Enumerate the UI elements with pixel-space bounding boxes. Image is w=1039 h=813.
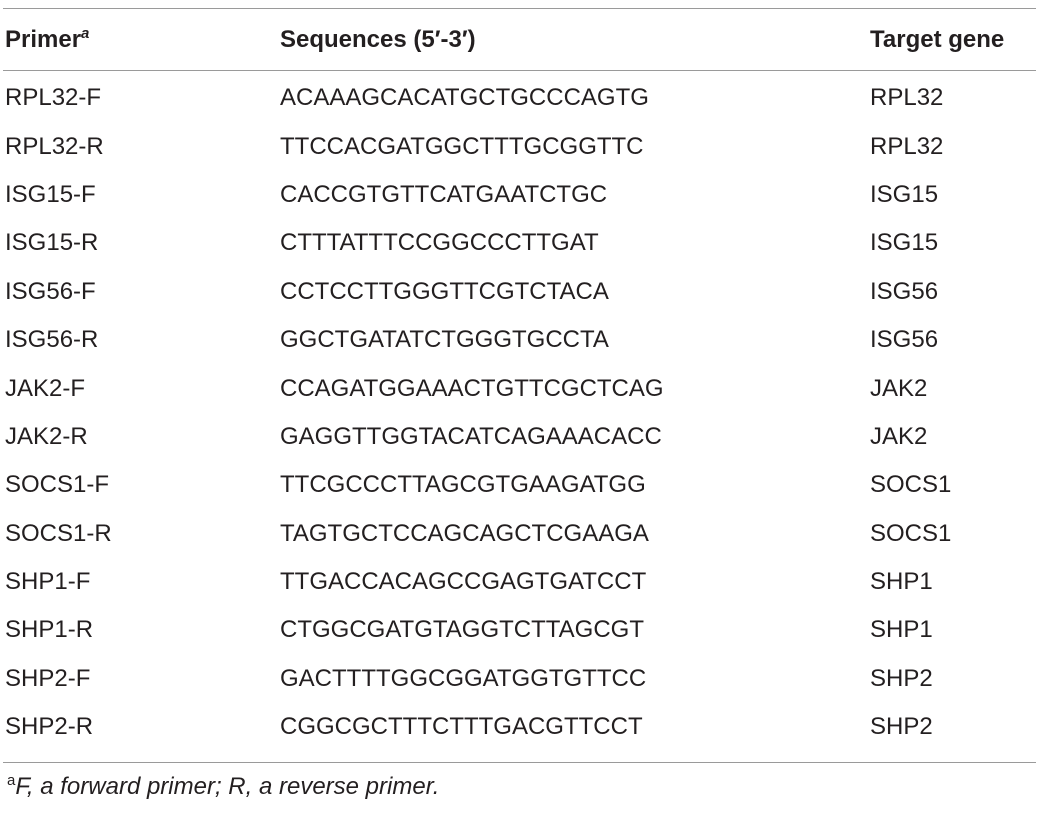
table-row: RPL32-R TTCCACGATGGCTTTGCGGTTC RPL32 <box>3 122 1036 170</box>
table-row: ISG15-R CTTTATTTCCGGCCCTTGAT ISG15 <box>3 219 1036 267</box>
cell-target-gene: RPL32 <box>870 132 944 160</box>
table-row: ISG15-F CACCGTGTTCATGAATCTGC ISG15 <box>3 171 1036 219</box>
header-target-gene: Target gene <box>870 25 1005 53</box>
cell-sequence: CACCGTGTTCATGAATCTGC <box>280 180 608 208</box>
cell-target-gene: ISG56 <box>870 277 939 305</box>
cell-target-gene: JAK2 <box>870 422 928 450</box>
cell-primer: ISG56-R <box>5 326 99 354</box>
cell-target-gene: SHP2 <box>870 664 933 692</box>
cell-primer: SHP1-F <box>5 568 91 596</box>
cell-primer: SOCS1-F <box>5 471 110 499</box>
table-row: SHP2-F GACTTTTGGCGGATGGTGTTCC SHP2 <box>3 655 1036 703</box>
cell-target-gene: SOCS1 <box>870 519 952 547</box>
cell-sequence: TAGTGCTCCAGCAGCTCGAAGA <box>280 519 649 547</box>
cell-primer: RPL32-F <box>5 84 102 112</box>
table-header-row: Primera Sequences (5′-3′) Target gene <box>3 9 1036 70</box>
header-sequences: Sequences (5′-3′) <box>280 25 476 53</box>
cell-sequence: TTCCACGATGGCTTTGCGGTTC <box>280 132 644 160</box>
table-row: SHP1-R CTGGCGATGTAGGTCTTAGCGT SHP1 <box>3 606 1036 654</box>
cell-sequence: GACTTTTGGCGGATGGTGTTCC <box>280 664 647 692</box>
cell-sequence: TTGACCACAGCCGAGTGATCCT <box>280 568 647 596</box>
cell-primer: ISG56-F <box>5 277 96 305</box>
cell-target-gene: JAK2 <box>870 374 928 402</box>
cell-primer: SHP1-R <box>5 616 94 644</box>
cell-primer: SHP2-F <box>5 664 91 692</box>
cell-target-gene: ISG56 <box>870 326 939 354</box>
cell-primer: RPL32-R <box>5 132 104 160</box>
header-primer: Primera <box>3 9 280 70</box>
cell-target-gene: SHP2 <box>870 713 933 741</box>
cell-primer: JAK2-R <box>5 422 88 450</box>
cell-sequence: CCAGATGGAAACTGTTCGCTCAG <box>280 374 664 402</box>
table-row: RPL32-F ACAAAGCACATGCTGCCCAGTG RPL32 <box>3 70 1036 122</box>
cell-sequence: TTCGCCCTTAGCGTGAAGATGG <box>280 471 646 499</box>
cell-sequence: GGCTGATATCTGGGTGCCTA <box>280 326 609 354</box>
footnote-text: F, a forward primer; R, a reverse primer… <box>15 773 440 800</box>
table-row: SHP2-R CGGCGCTTTCTTTGACGTTCCT SHP2 <box>3 703 1036 751</box>
cell-primer: SHP2-R <box>5 713 94 741</box>
table-bottom-rule <box>3 762 1036 763</box>
table-row: SHP1-F TTGACCACAGCCGAGTGATCCT SHP1 <box>3 558 1036 606</box>
cell-sequence: CTTTATTTCCGGCCCTTGAT <box>280 229 599 257</box>
table-top-rule <box>3 8 1036 9</box>
table-row: ISG56-R GGCTGATATCTGGGTGCCTA ISG56 <box>3 316 1036 364</box>
cell-target-gene: ISG15 <box>870 229 939 257</box>
cell-primer: JAK2-F <box>5 374 86 402</box>
cell-target-gene: RPL32 <box>870 84 944 112</box>
header-primer-label: Primer <box>5 25 82 53</box>
cell-sequence: CCTCCTTGGGTTCGTCTACA <box>280 277 609 305</box>
table-row: SOCS1-R TAGTGCTCCAGCAGCTCGAAGA SOCS1 <box>3 510 1036 558</box>
cell-sequence: ACAAAGCACATGCTGCCCAGTG <box>280 84 649 112</box>
table-footnote: aF, a forward primer; R, a reverse prime… <box>7 773 439 801</box>
cell-target-gene: SHP1 <box>870 616 933 644</box>
header-primer-footnote-marker: a <box>81 24 90 42</box>
cell-target-gene: SHP1 <box>870 568 933 596</box>
cell-sequence: CGGCGCTTTCTTTGACGTTCCT <box>280 713 643 741</box>
cell-target-gene: ISG15 <box>870 180 939 208</box>
table-row: SOCS1-F TTCGCCCTTAGCGTGAAGATGG SOCS1 <box>3 461 1036 509</box>
cell-target-gene: SOCS1 <box>870 471 952 499</box>
cell-primer: ISG15-F <box>5 180 96 208</box>
cell-sequence: CTGGCGATGTAGGTCTTAGCGT <box>280 616 644 644</box>
table-row: ISG56-F CCTCCTTGGGTTCGTCTACA ISG56 <box>3 268 1036 316</box>
table-header-rule <box>3 70 1036 71</box>
cell-sequence: GAGGTTGGTACATCAGAAACACC <box>280 422 662 450</box>
footnote-marker: a <box>7 772 16 789</box>
table-row: JAK2-R GAGGTTGGTACATCAGAAACACC JAK2 <box>3 413 1036 461</box>
primer-table: Primera Sequences (5′-3′) Target gene RP… <box>3 9 1036 751</box>
cell-primer: ISG15-R <box>5 229 99 257</box>
cell-primer: SOCS1-R <box>5 519 112 547</box>
table-row: JAK2-F CCAGATGGAAACTGTTCGCTCAG JAK2 <box>3 364 1036 412</box>
